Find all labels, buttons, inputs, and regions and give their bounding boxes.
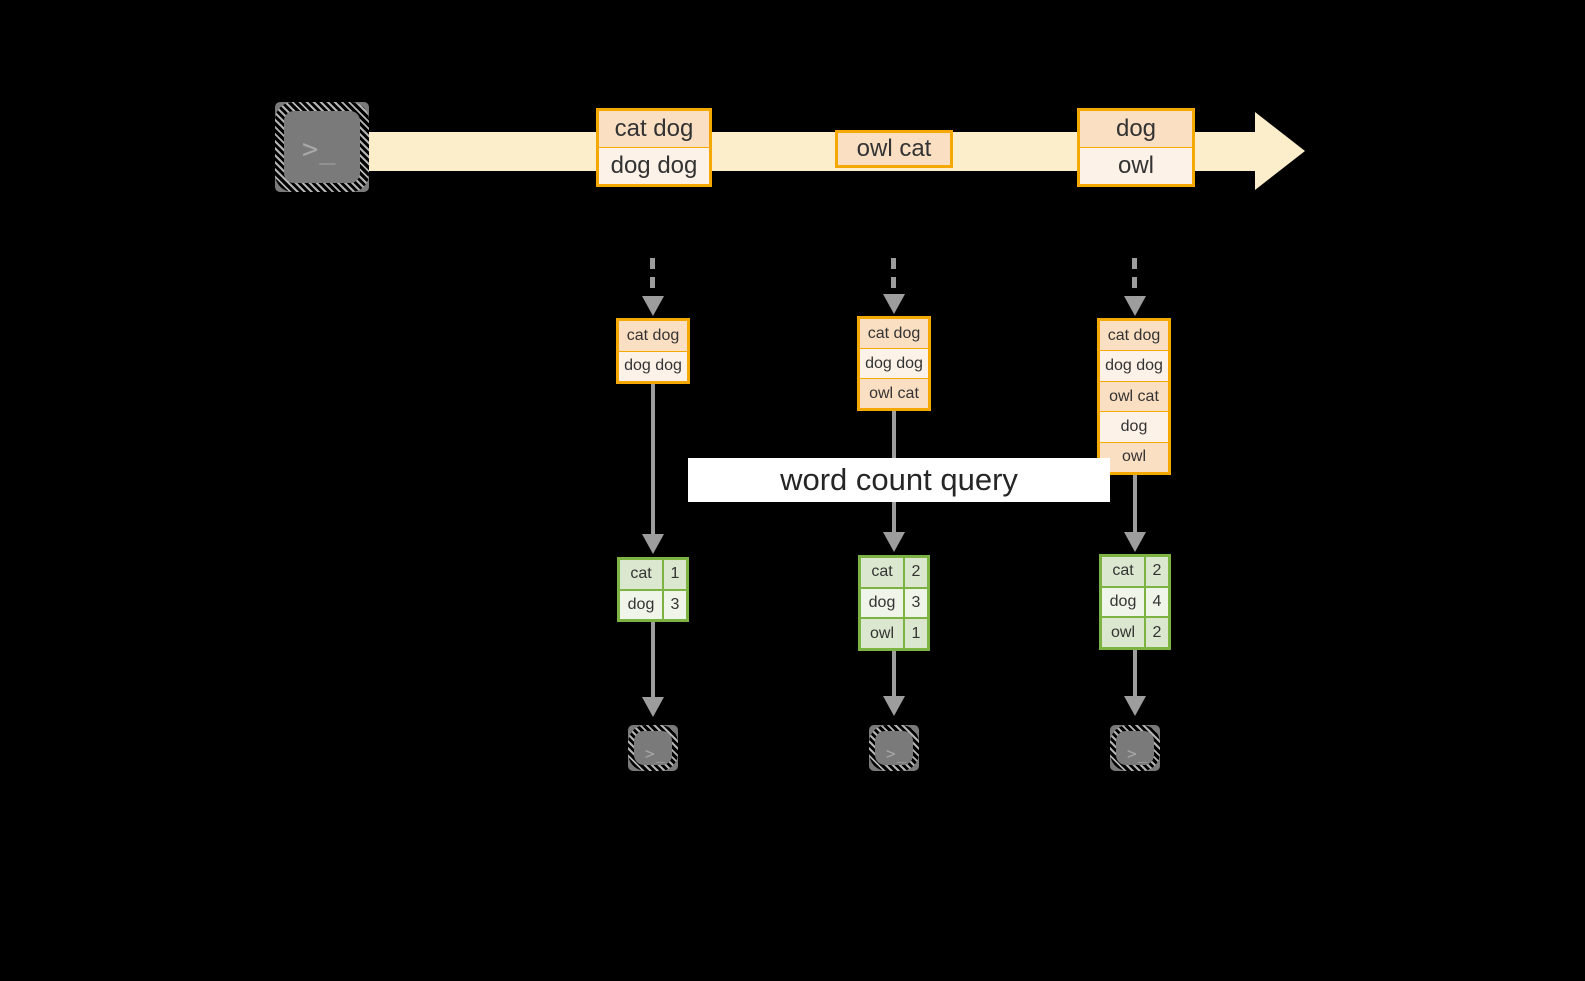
snapshot-1-result-table: cat 1 dog 3 xyxy=(617,557,689,622)
snapshot-input-row: dog dog xyxy=(860,349,928,379)
snapshot-3-inbound-dash xyxy=(1132,258,1137,298)
result-word: dog xyxy=(861,588,905,618)
snapshot-3-result-table: cat 2 dog 4 owl 2 xyxy=(1099,554,1171,650)
snapshot-input-row: owl cat xyxy=(860,379,928,408)
snapshot-2-inbound-dash xyxy=(891,258,896,298)
stream-group-1: cat dog dog dog xyxy=(596,108,712,187)
snapshot-2-sink-line xyxy=(892,651,896,701)
snapshot-2-input-stack: cat dog dog dog owl cat xyxy=(857,316,931,411)
snapshot-3-sink-arrowhead xyxy=(1124,696,1146,716)
snapshot-1-query-line xyxy=(651,384,655,539)
snapshot-2-sink-terminal: >_ xyxy=(860,716,928,780)
terminal-prompt-icon: >_ xyxy=(1127,744,1149,763)
result-count: 3 xyxy=(905,588,927,618)
snapshot-input-row: dog dog xyxy=(1100,351,1168,382)
snapshot-2-query-arrowhead xyxy=(883,532,905,552)
query-label: word count query xyxy=(688,458,1110,502)
result-count: 1 xyxy=(664,560,686,589)
snapshot-input-row: cat dog xyxy=(619,321,687,352)
terminal-prompt-icon: >_ xyxy=(302,134,337,165)
snapshot-1-query-arrowhead xyxy=(642,534,664,554)
result-count: 2 xyxy=(1146,557,1168,586)
result-word: owl xyxy=(861,619,905,649)
result-row: dog 3 xyxy=(620,590,686,619)
snapshot-3-sink-line xyxy=(1133,650,1137,701)
stream-group-3: dog owl xyxy=(1077,108,1195,187)
result-word: cat xyxy=(620,560,664,589)
terminal-body xyxy=(1116,731,1154,765)
snapshot-input-row: owl xyxy=(1100,442,1168,473)
result-count: 3 xyxy=(664,590,686,619)
stream-record: owl xyxy=(1080,148,1192,184)
snapshot-1-input-stack: cat dog dog dog xyxy=(616,318,690,384)
result-row: dog 4 xyxy=(1102,587,1168,619)
result-count: 2 xyxy=(1146,618,1168,648)
snapshot-2-result-table: cat 2 dog 3 owl 1 xyxy=(858,555,930,651)
result-row: dog 3 xyxy=(861,588,927,620)
stream-arrowhead xyxy=(1255,112,1305,190)
result-count: 1 xyxy=(905,619,927,649)
result-row: owl 2 xyxy=(1102,618,1168,648)
result-word: dog xyxy=(620,590,664,619)
result-count: 2 xyxy=(905,558,927,587)
snapshot-input-row: cat dog xyxy=(860,319,928,349)
snapshot-input-row: owl cat xyxy=(1100,381,1168,413)
result-row: cat 2 xyxy=(1102,557,1168,588)
stream-record: dog dog xyxy=(599,148,709,184)
result-count: 4 xyxy=(1146,587,1168,617)
result-word: cat xyxy=(861,558,905,587)
snapshot-3-inbound-arrowhead xyxy=(1124,296,1146,316)
result-row: owl 1 xyxy=(861,619,927,649)
snapshot-1-sink-arrowhead xyxy=(642,697,664,717)
result-row: cat 1 xyxy=(620,560,686,591)
snapshot-3-query-line xyxy=(1133,475,1137,537)
terminal-body xyxy=(875,731,913,765)
terminal-body xyxy=(634,731,672,765)
stream-record: dog xyxy=(1080,111,1192,148)
snapshot-1-sink-terminal: >_ xyxy=(619,716,687,780)
terminal-prompt-icon: >_ xyxy=(645,744,667,763)
snapshot-2-sink-arrowhead xyxy=(883,696,905,716)
snapshot-2-inbound-arrowhead xyxy=(883,294,905,314)
result-word: cat xyxy=(1102,557,1146,586)
result-row: cat 2 xyxy=(861,558,927,589)
stream-record: cat dog xyxy=(599,111,709,148)
result-word: dog xyxy=(1102,587,1146,617)
snapshot-3-query-arrowhead xyxy=(1124,532,1146,552)
terminal-prompt-icon: >_ xyxy=(886,744,908,763)
snapshot-1-inbound-dash xyxy=(650,258,655,298)
snapshot-3-sink-terminal: >_ xyxy=(1101,716,1169,780)
snapshot-3-input-stack: cat dog dog dog owl cat dog owl xyxy=(1097,318,1171,475)
result-word: owl xyxy=(1102,618,1146,648)
stream-group-2: owl cat xyxy=(835,130,953,168)
snapshot-input-row: dog xyxy=(1100,412,1168,443)
stream-record: owl cat xyxy=(838,133,950,165)
snapshot-input-row: cat dog xyxy=(1100,321,1168,352)
snapshot-1-inbound-arrowhead xyxy=(642,296,664,316)
terminal-body xyxy=(284,111,360,183)
snapshot-input-row: dog dog xyxy=(619,351,687,381)
snapshot-1-sink-line xyxy=(651,622,655,700)
source-terminal: >_ xyxy=(266,93,378,201)
